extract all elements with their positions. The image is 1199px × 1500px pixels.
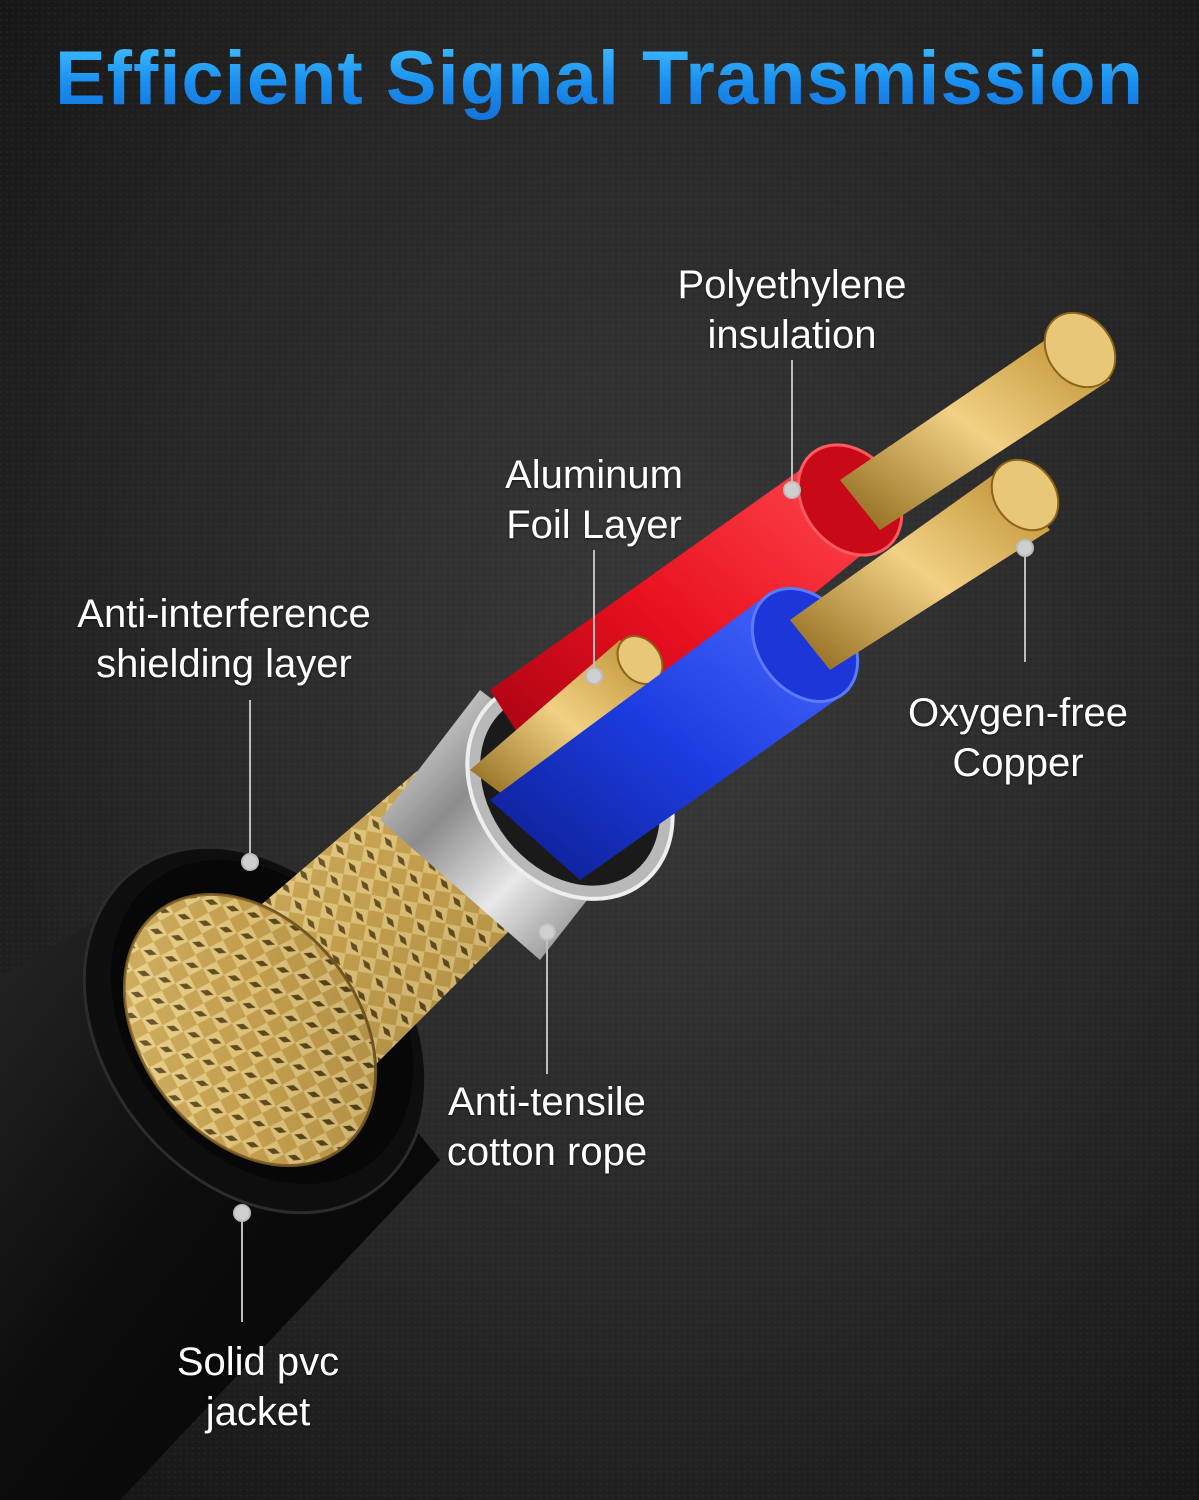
dot-tensile: [538, 923, 556, 941]
dot-shielding: [241, 853, 259, 871]
label-solid-pvc-jacket: Solid pvc jacket: [177, 1337, 339, 1437]
label-copper-line1: Oxygen-free: [907, 691, 1129, 735]
label-shielding-line2: shielding layer: [96, 642, 352, 686]
label-shielding-line1: Anti-interference: [77, 592, 371, 636]
dot-copper: [1016, 539, 1034, 557]
label-copper-line2: Copper: [952, 741, 1084, 785]
label-jacket-line2: jacket: [205, 1390, 311, 1434]
label-tensile-line2: cotton rope: [446, 1130, 648, 1174]
dot-aluminum: [585, 667, 603, 685]
label-tensile-line1: Anti-tensile: [448, 1080, 646, 1124]
label-jacket-line1: Solid pvc: [176, 1340, 340, 1384]
label-aluminum-foil-layer: Aluminum Foil Layer: [505, 450, 683, 550]
label-aluminum-line2: Foil Layer: [506, 503, 682, 547]
label-aluminum-line1: Aluminum: [505, 453, 683, 497]
label-oxygen-free-copper: Oxygen-free Copper: [908, 688, 1128, 788]
blue-insulated-conductor: [490, 458, 1060, 880]
label-polyethylene-line2: insulation: [707, 313, 877, 357]
page-title: Efficient Signal Transmission: [0, 34, 1199, 124]
page-title-text: Efficient Signal Transmission: [54, 36, 1145, 121]
cotton-rope: [470, 635, 664, 800]
dot-jacket: [233, 1204, 251, 1222]
leader-lines: [233, 360, 1034, 1322]
label-polyethylene-line1: Polyethylene: [677, 263, 907, 307]
dot-polyethylene: [783, 481, 801, 499]
label-anti-tensile-cotton-rope: Anti-tensile cotton rope: [447, 1077, 647, 1177]
label-anti-interference-shielding: Anti-interference shielding layer: [77, 589, 370, 689]
label-polyethylene-insulation: Polyethylene insulation: [677, 260, 906, 360]
